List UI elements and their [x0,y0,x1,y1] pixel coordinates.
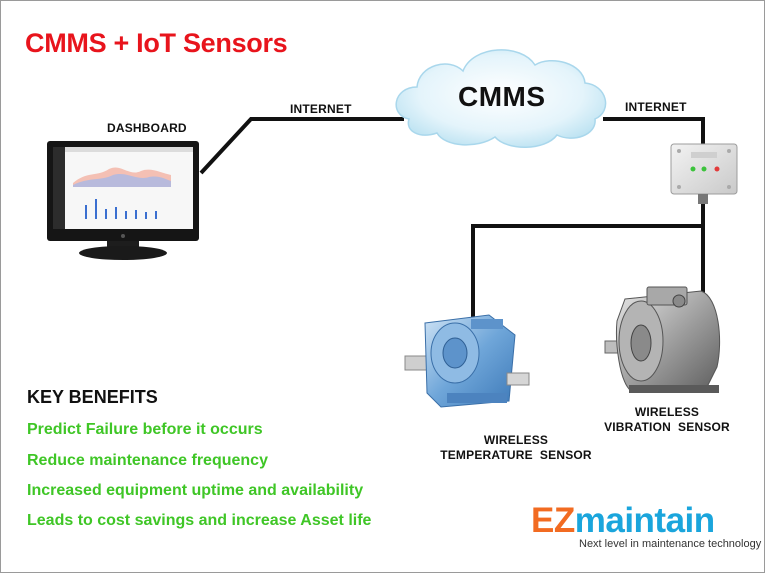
vibration-sensor-label: WIRELESS VIBRATION SENSOR [587,405,747,435]
gearbox-temperature-sensor-icon [404,314,530,408]
internet-label-right: INTERNET [625,100,687,114]
ezmaintain-logo: EZmaintain [531,501,715,541]
logo-ez: EZ [531,501,575,540]
benefit-item: Predict Failure before it occurs [27,421,263,438]
temperature-sensor-label-line1: WIRELESS [483,433,549,447]
cmms-cloud-label: CMMS [458,81,546,112]
gateway-device-icon [670,143,738,204]
logo-maintain: maintain [574,501,715,540]
cloud-icon [395,49,607,148]
brand-tagline: Next level in maintenance technology [579,538,762,550]
benefit-item: Leads to cost savings and increase Asset… [27,512,372,529]
motor-vibration-sensor-icon [604,286,721,393]
dashboard-label: DASHBOARD [107,121,187,135]
internet-link-right [603,117,705,146]
page-title: CMMS + IoT Sensors [25,28,288,58]
benefit-item: Increased equipment uptime and availabil… [27,482,364,499]
key-benefits-heading: KEY BENEFITS [27,387,158,407]
sensor-branch [471,224,703,319]
benefit-item: Reduce maintenance frequency [27,452,268,469]
internet-link-left [199,117,404,175]
dashboard-monitor-icon [47,141,199,260]
vibration-sensor-label-line1: WIRELESS [634,405,700,419]
vibration-sensor-label-line2: VIBRATION SENSOR [604,420,730,434]
temperature-sensor-label: WIRELESS TEMPERATURE SENSOR [431,433,601,463]
temperature-sensor-label-line2: TEMPERATURE SENSOR [440,448,592,462]
internet-label-left: INTERNET [290,102,352,116]
connection-lines [199,117,705,319]
